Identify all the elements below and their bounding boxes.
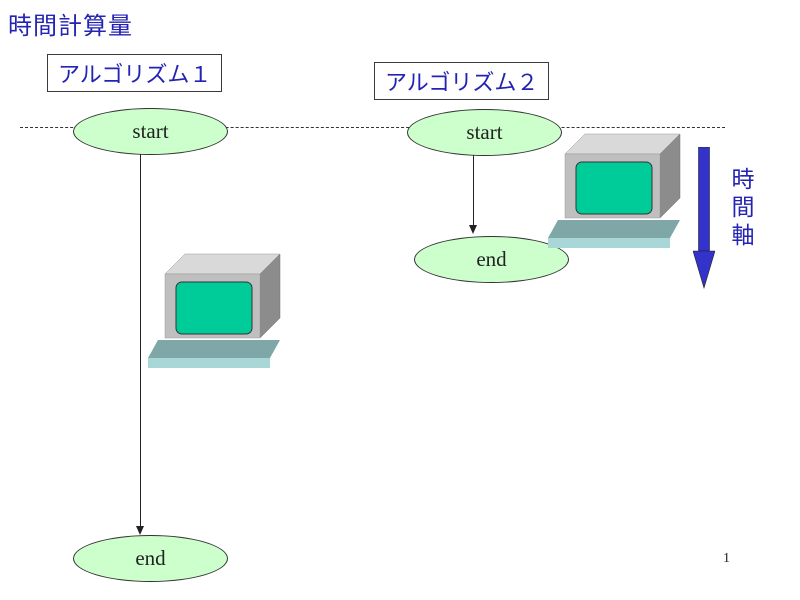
algorithm-2-start-node: start [407,109,562,156]
algorithm-1-duration-line [140,152,141,528]
page-title: 時間計算量 [8,12,133,40]
algorithm-1-end-node: end [73,535,228,582]
start-time-line [20,127,725,128]
algorithm-2-end-label: end [476,247,507,271]
algorithm-1-label: アルゴリズム１ [47,54,223,92]
algorithm-2-end-node: end [414,236,569,283]
algorithm-2-start-label: start [466,120,503,144]
computer-icon [548,133,681,248]
algorithm-1-arrowhead-icon [136,526,144,535]
algorithm-2-duration-line [473,154,474,226]
page-number: 1 [723,551,730,566]
algorithm-1-start-label: start [132,119,169,143]
algorithm-1-end-label: end [135,546,166,570]
computer-icon [148,253,281,368]
algorithm-2-arrowhead-icon [469,225,477,234]
algorithm-2-label: アルゴリズム２ [374,62,550,100]
arrow-down-icon [693,147,715,289]
time-axis-label: 時 間 軸 [731,167,755,249]
algorithm-1-start-node: start [73,108,228,155]
